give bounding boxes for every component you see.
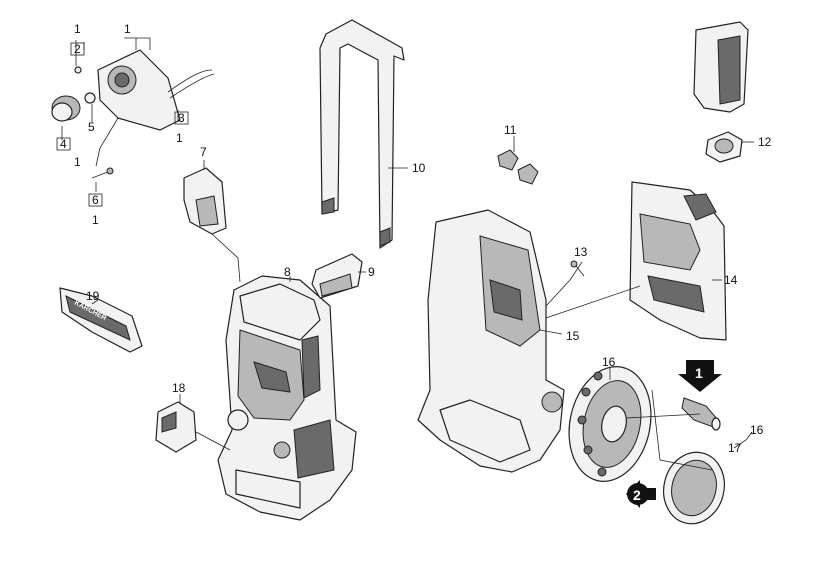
axle-pin-part: [681, 397, 721, 431]
detergent-tank-part: [693, 21, 749, 163]
callout-1-bracket: 1: [124, 22, 131, 36]
callout-11: 11: [504, 123, 517, 137]
callout-18: 18: [172, 381, 186, 395]
callout-16-wheel: 16: [602, 355, 616, 369]
callout-7: 7: [200, 145, 207, 159]
step-badge-1: 1: [678, 360, 722, 392]
cap-nut-part: [51, 95, 81, 122]
callout-1-top: 1: [74, 22, 81, 36]
callout-17: 17: [728, 441, 742, 455]
callout-1-right: 1: [176, 131, 183, 145]
callout-12: 12: [758, 135, 772, 149]
leader-lines: [61, 37, 754, 471]
hose-bracket-part: [97, 49, 215, 131]
rear-housing-part: [417, 209, 565, 473]
callout-19: 19: [86, 289, 100, 303]
push-handle-part: [319, 19, 405, 249]
callout-6: 6: [92, 193, 99, 207]
fitting-part-11: [497, 149, 539, 185]
callout-6-frame: [88, 193, 103, 207]
small-block-part: [155, 401, 197, 453]
callout-4: 4: [60, 137, 67, 151]
main-housing-part: [217, 275, 357, 521]
o-ring-part: [84, 92, 96, 104]
callout-1-left: 1: [74, 155, 81, 169]
callout-16-cap: 16: [750, 423, 764, 437]
callout-3: 3: [178, 111, 185, 125]
step-badge-2: 2: [626, 480, 656, 508]
callout-1-bottom: 1: [92, 213, 99, 227]
logo-cover-part: KÄRCHER: [59, 287, 143, 353]
callout-8: 8: [284, 265, 291, 279]
wheel-part: [568, 366, 652, 482]
side-housing-part: [629, 181, 727, 341]
callout-2: 2: [74, 42, 81, 56]
callout-2-frame: [70, 42, 85, 56]
callout-5: 5: [88, 120, 95, 134]
small-ring-part: [74, 66, 82, 74]
wheel-cap-part: [663, 451, 725, 525]
step-badge-1-number: 1: [695, 365, 703, 381]
clip-part: [311, 253, 363, 299]
callout-10: 10: [412, 161, 426, 175]
screw-part-6: [91, 167, 114, 179]
hose-guide-part: [183, 167, 227, 235]
step-badge-2-number: 2: [633, 487, 641, 503]
callout-3-frame: [174, 111, 189, 125]
callout-14: 14: [724, 273, 738, 287]
callout-13: 13: [574, 245, 588, 259]
callout-9: 9: [368, 265, 375, 279]
screw-part-13: [570, 260, 585, 277]
callout-4-frame: [56, 137, 71, 151]
callout-15: 15: [566, 329, 580, 343]
